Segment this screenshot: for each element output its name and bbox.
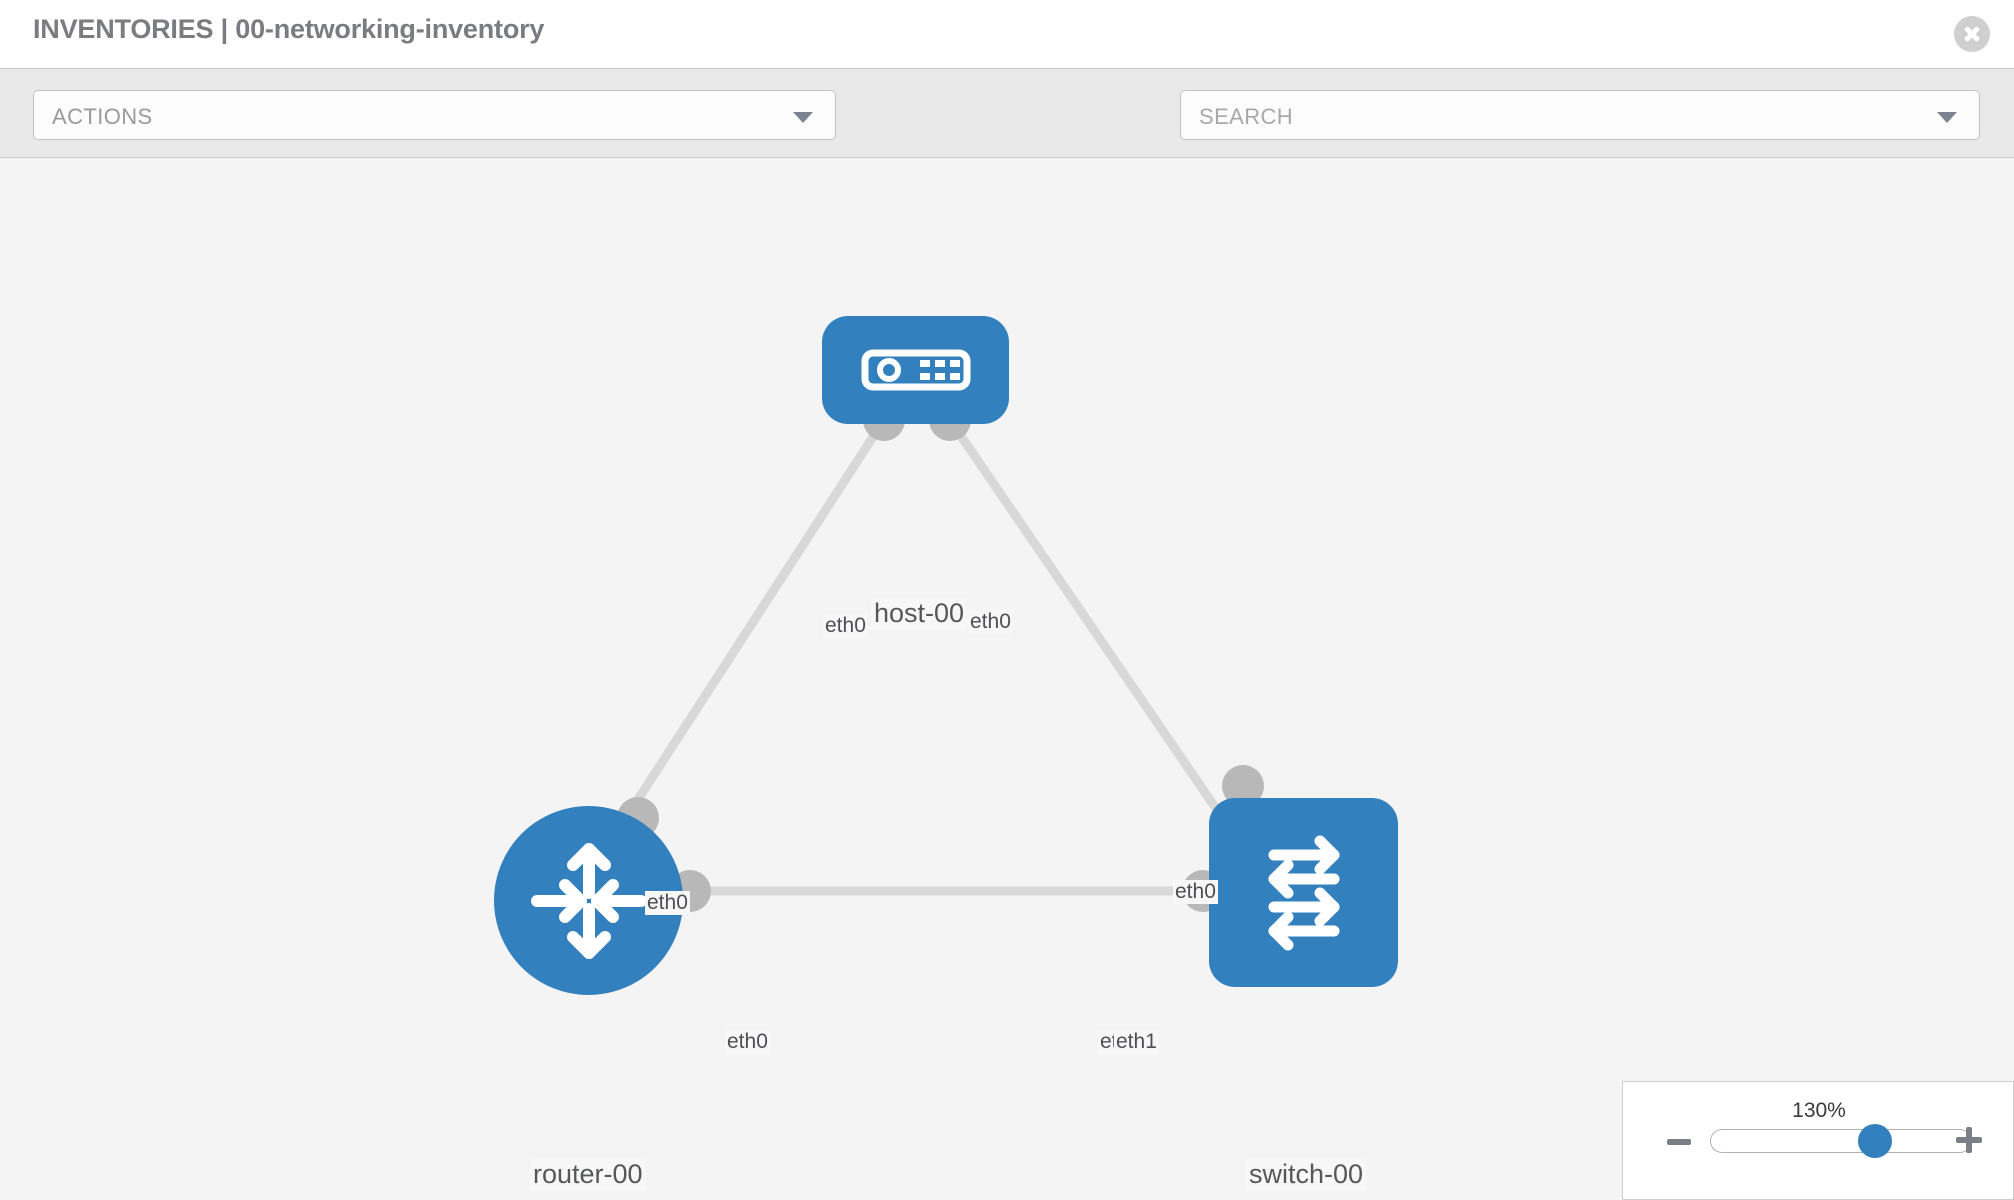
server-icon (861, 349, 970, 391)
actions-dropdown-label: ACTIONS (52, 104, 153, 129)
node-router-00[interactable] (494, 806, 683, 995)
zoom-level-value: 130% (1792, 1099, 1846, 1122)
node-label-host: host-00 (871, 598, 968, 629)
chevron-down-icon (1937, 112, 1957, 123)
search-input[interactable]: SEARCH (1180, 90, 1980, 140)
node-label-router: router-00 (530, 1159, 646, 1190)
iface-label-router-up: eth0 (645, 891, 690, 915)
zoom-slider-handle[interactable] (1857, 1124, 1892, 1158)
node-host-00[interactable] (822, 316, 1009, 424)
search-placeholder: SEARCH (1199, 104, 1294, 129)
page-title: INVENTORIES | 00-networking-inventory (33, 14, 545, 44)
router-icon (530, 842, 647, 959)
zoom-out-button[interactable] (1667, 1139, 1691, 1145)
zoom-control-panel: 130% (1622, 1081, 2014, 1200)
iface-label-host-right: eth0 (968, 610, 1013, 634)
iface-label-switch-up: eth0 (1173, 880, 1218, 904)
zoom-slider[interactable] (1710, 1124, 1972, 1158)
toolbar: ACTIONS SEARCH (0, 68, 2014, 199)
close-icon[interactable] (1954, 16, 1990, 52)
zoom-in-button[interactable] (1955, 1126, 1983, 1154)
iface-label-switch-eth1: eth1 (1114, 1030, 1159, 1054)
link-host-router (596, 417, 888, 861)
topology-links (596, 399, 1264, 912)
node-switch-00[interactable] (1209, 798, 1398, 987)
switch-icon (1268, 835, 1339, 950)
node-label-switch: switch-00 (1246, 1159, 1367, 1190)
iface-label-host-left: eth0 (823, 614, 868, 638)
page-header: INVENTORIES | 00-networking-inventory (0, 0, 2014, 68)
chevron-down-icon (793, 112, 813, 123)
topology-canvas[interactable]: host-00 router-00 switch-00 eth0 eth0 et… (0, 158, 2014, 1200)
link-host-switch (946, 417, 1247, 851)
actions-dropdown[interactable]: ACTIONS (33, 90, 836, 140)
iface-label-router-eth0: eth0 (725, 1030, 770, 1054)
connector-switch-up (1222, 765, 1264, 807)
